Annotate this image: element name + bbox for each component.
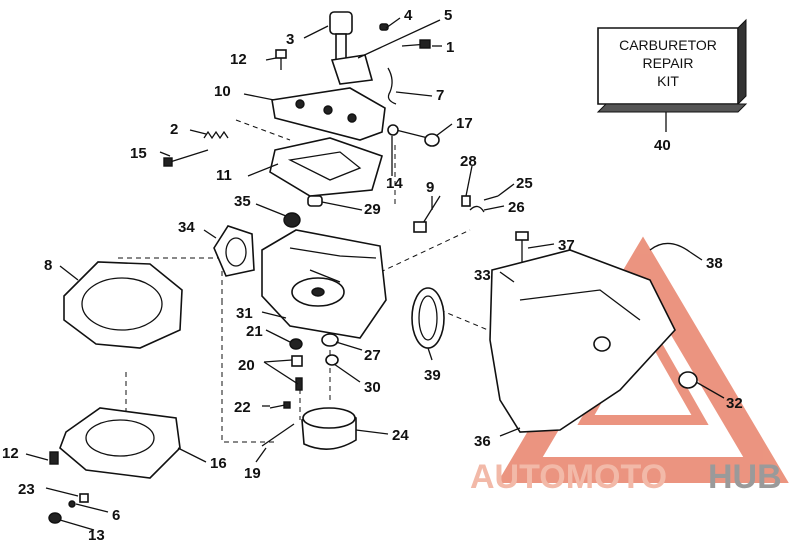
- callout-34: 34: [178, 219, 195, 236]
- callout-12b: 12: [2, 445, 19, 462]
- callout-17: 17: [456, 115, 473, 132]
- part-gasket-34: [213, 225, 255, 277]
- parts-artwork: [48, 11, 698, 524]
- callout-16: 16: [210, 455, 227, 472]
- leader-lines: [25, 17, 725, 531]
- callout-8: 8: [44, 257, 52, 274]
- part-knob: [329, 11, 353, 35]
- kit-box-line-3: KIT: [657, 73, 679, 89]
- callout-19: 19: [244, 465, 261, 482]
- callout-3: 3: [286, 31, 294, 48]
- callout-37: 37: [558, 237, 575, 254]
- callout-29: 29: [364, 201, 381, 218]
- callout-4: 4: [404, 7, 413, 24]
- part-valve-housing: [330, 54, 374, 85]
- watermark-part2: HUB: [708, 458, 782, 496]
- carburetor-repair-kit-box: CARBURETOR REPAIR KIT: [596, 18, 748, 113]
- callout-labels: 3 4 5 1 12 10 7 2 17 15 11 14 28 9 25 26…: [2, 7, 743, 543]
- callout-30: 30: [364, 379, 381, 396]
- callout-15: 15: [130, 145, 147, 162]
- callout-28: 28: [460, 153, 477, 170]
- callout-25: 25: [516, 175, 533, 192]
- callout-39: 39: [424, 367, 441, 384]
- part-base-16: [59, 407, 181, 479]
- callout-9: 9: [426, 179, 434, 196]
- callout-22: 22: [234, 399, 251, 416]
- kit-box-line-1: CARBURETOR: [619, 37, 717, 53]
- watermark-text: AUTOMOTO HUB: [470, 458, 782, 496]
- callout-40: 40: [654, 137, 671, 154]
- callout-13: 13: [88, 527, 105, 543]
- callout-14: 14: [386, 175, 403, 192]
- callout-27: 27: [364, 347, 381, 364]
- watermark-part1: AUTOMOTO: [470, 458, 667, 496]
- callout-24: 24: [392, 427, 409, 444]
- callout-32: 32: [726, 395, 743, 412]
- callout-7: 7: [436, 87, 444, 104]
- callout-31: 31: [236, 305, 253, 322]
- callout-2: 2: [170, 121, 178, 138]
- part-gasket-11: [269, 137, 383, 197]
- part-bowl-36: [489, 249, 676, 433]
- callout-35: 35: [234, 193, 251, 210]
- kit-box-line-2: REPAIR: [642, 55, 693, 71]
- callout-20: 20: [238, 357, 255, 374]
- callout-6: 6: [112, 507, 120, 524]
- callout-36: 36: [474, 433, 491, 450]
- callout-5: 5: [444, 7, 452, 24]
- callout-26: 26: [508, 199, 525, 216]
- part-gasket-8: [63, 261, 183, 349]
- callout-23: 23: [18, 481, 35, 498]
- callout-12a: 12: [230, 51, 247, 68]
- callout-1: 1: [446, 39, 454, 56]
- callout-21: 21: [246, 323, 263, 340]
- callout-33: 33: [474, 267, 491, 284]
- callout-38: 38: [706, 255, 723, 272]
- callout-11: 11: [216, 167, 232, 184]
- callout-10: 10: [214, 83, 231, 100]
